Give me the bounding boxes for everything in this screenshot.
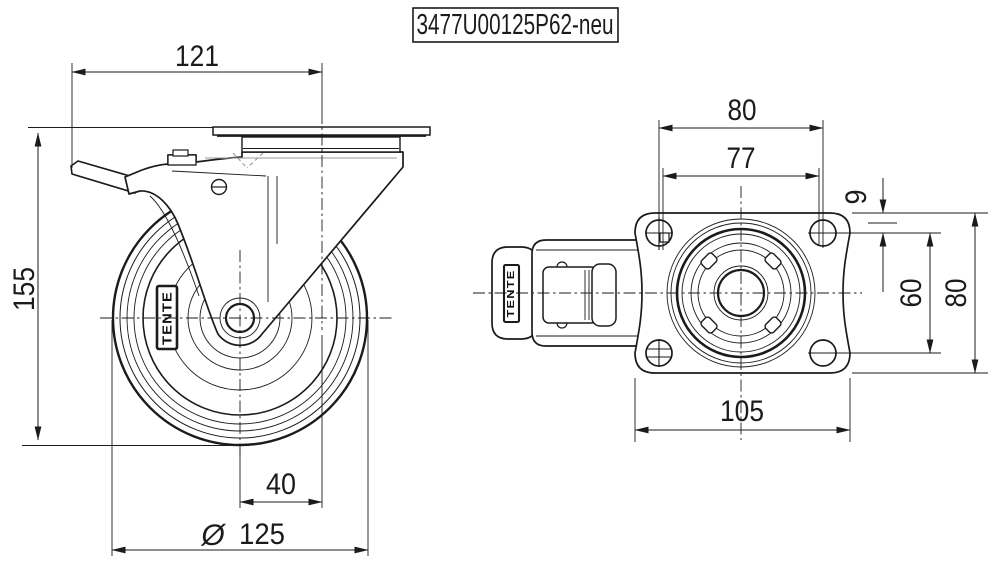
dim-80-top: 80 [658, 94, 824, 250]
dim-60-text: 60 [895, 279, 928, 308]
title-box [412, 7, 619, 43]
dim-105: 105 [634, 378, 851, 442]
dim-125-text: 125 [239, 518, 285, 551]
dim-40-text: 40 [266, 468, 296, 501]
dim-60: 60 [808, 232, 941, 354]
dim-80-top-text: 80 [728, 94, 757, 127]
part-number: 3477U00125P62-neu [417, 9, 614, 41]
tente-label-side: TENTE [155, 284, 179, 351]
bearing-slots [700, 252, 782, 334]
dim-121-text: 121 [175, 40, 219, 73]
dim-diameter-125: Ø 125 [111, 320, 369, 556]
dim-155: 155 [8, 127, 240, 446]
fork-details [149, 149, 397, 302]
hub-top-detail [542, 261, 617, 329]
dim-105-text: 105 [720, 395, 764, 428]
tente-label-top-text: TENTE [506, 270, 517, 318]
dim-77-text: 77 [727, 142, 756, 175]
dim-155-text: 155 [8, 267, 41, 311]
top-view-centerlines [473, 186, 862, 440]
dim-80-right: 80 [852, 212, 988, 374]
dim-80-right-text: 80 [940, 279, 973, 308]
side-view-centerlines [100, 112, 392, 460]
tente-label-top: TENTE [502, 263, 521, 324]
bolt-hole-bottom-left [645, 339, 673, 367]
dim-9-text: 9 [840, 190, 873, 205]
dim-40: 40 [239, 335, 323, 508]
swivel-latch-tab [172, 149, 189, 157]
dim-9: 9 [840, 178, 897, 292]
top-view: TENTE [473, 94, 988, 442]
diameter-symbol: Ø [200, 519, 226, 552]
title-block: 3477U00125P62-neu [412, 7, 619, 43]
mounting-plate-side [212, 126, 431, 153]
dim-121: 121 [71, 40, 323, 168]
side-view: TENTE [8, 40, 431, 556]
swivel-housing [241, 136, 401, 153]
